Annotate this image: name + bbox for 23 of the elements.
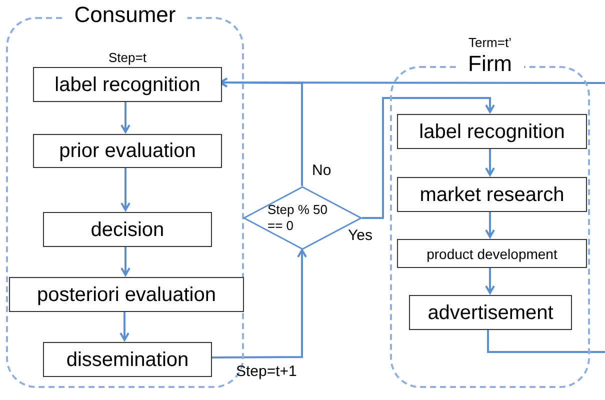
process-box: advertisement bbox=[409, 295, 572, 330]
arrow bbox=[120, 310, 130, 341]
arrow bbox=[485, 210, 495, 238]
step-label: Step=t bbox=[108, 51, 148, 64]
arrow bbox=[120, 100, 130, 133]
edge-label: Yes bbox=[348, 228, 372, 243]
condition-text: Step % 50 == 0 bbox=[268, 202, 328, 234]
arrow bbox=[485, 147, 495, 176]
arrow bbox=[120, 166, 130, 211]
process-box: label recognition bbox=[397, 114, 587, 149]
edge-label: No bbox=[312, 163, 332, 178]
process-box: dissemination bbox=[43, 342, 212, 377]
arrow bbox=[485, 266, 495, 294]
process-box: market research bbox=[397, 177, 587, 212]
edge-label: Step=t+1 bbox=[236, 364, 297, 379]
arrow bbox=[210, 249, 307, 358]
process-box: product development bbox=[397, 239, 587, 268]
arrow bbox=[362, 97, 495, 219]
step-label: Term=t’ bbox=[468, 36, 512, 49]
process-box: posteriori evaluation bbox=[9, 277, 244, 312]
process-box: prior evaluation bbox=[33, 134, 222, 168]
process-box: decision bbox=[43, 212, 212, 247]
arrow bbox=[120, 245, 130, 276]
